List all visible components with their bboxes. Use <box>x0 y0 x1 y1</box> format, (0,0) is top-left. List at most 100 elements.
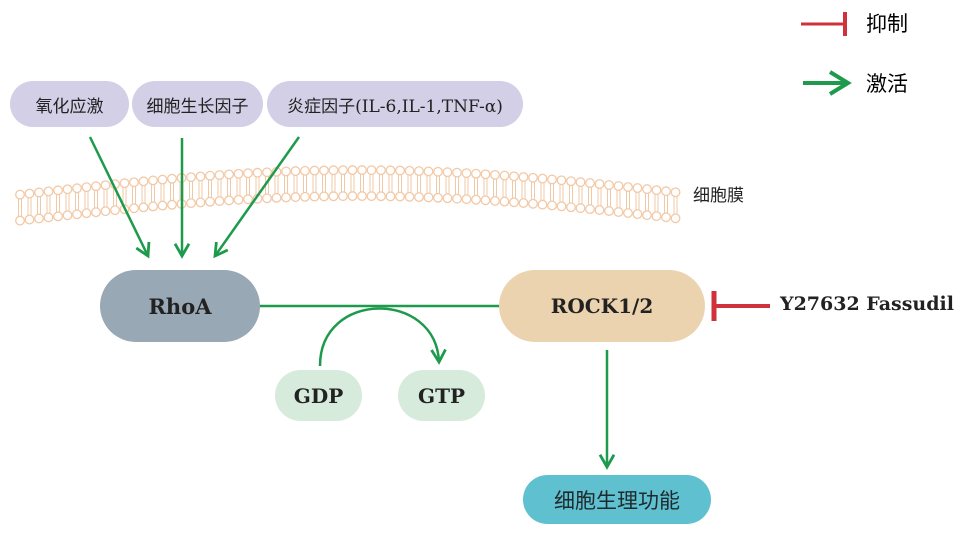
node-gdp: GDP <box>275 370 362 421</box>
lipid-head <box>129 203 139 214</box>
lipid-head <box>632 209 643 220</box>
lipid-head <box>81 208 92 219</box>
arrow-oxidative-stress-to-rhoa <box>88 136 151 259</box>
lipid-head <box>262 167 272 178</box>
lipid-head <box>281 192 291 203</box>
lipid-head <box>566 176 576 187</box>
lipid-head <box>594 205 605 215</box>
inhibitor-label: Y27632 Fassudil <box>780 293 954 315</box>
lipid-head <box>518 198 529 208</box>
lipid-head <box>537 199 548 210</box>
lipid-head <box>575 203 586 214</box>
legend-activate-label: 激活 <box>866 72 908 96</box>
lipid-head <box>395 191 405 202</box>
membrane-label: 细胞膜 <box>693 186 744 206</box>
lipid-head <box>528 198 538 209</box>
lipid-head <box>214 196 225 206</box>
lipid-head <box>224 169 234 180</box>
lipid-head <box>499 196 510 207</box>
lipid-head <box>186 198 196 209</box>
lipid-head <box>138 176 149 187</box>
lipid-head <box>91 207 101 218</box>
lipid-head <box>585 178 595 189</box>
node-cell-function: 细胞生理功能 <box>523 475 711 524</box>
lipid-head <box>366 165 377 176</box>
lipid-head <box>357 165 367 176</box>
lipid-head <box>547 200 557 211</box>
lipid-head <box>556 201 567 212</box>
lipid-head <box>613 207 624 217</box>
lipid-head <box>480 195 491 206</box>
lipid-head <box>300 191 310 202</box>
lipid-head <box>319 165 329 176</box>
lipid-head <box>205 170 215 181</box>
lipid-head <box>423 192 434 203</box>
lipid-head <box>233 194 244 205</box>
lipid-head <box>651 185 662 196</box>
lipid-head <box>661 212 671 223</box>
lipid-head <box>43 212 54 223</box>
lipid-head <box>15 215 25 226</box>
node-label: RhoA <box>148 293 212 319</box>
lipid-head <box>34 187 44 198</box>
lipid-head <box>328 191 339 202</box>
lipid-head <box>404 165 415 176</box>
lipid-head <box>651 211 662 222</box>
lipid-head <box>81 182 92 193</box>
lipid-head <box>290 166 301 177</box>
stimulus-label: 氧化应激 <box>35 96 104 117</box>
lipid-head <box>670 213 681 224</box>
lipid-head <box>281 166 291 177</box>
lipid-head <box>72 183 82 194</box>
lipid-head <box>613 181 624 191</box>
lipid-head <box>376 191 386 202</box>
lipid-head <box>366 191 377 202</box>
lipid-head <box>442 167 453 178</box>
lipid-head <box>632 183 643 194</box>
inhibit-symbol-rock <box>711 291 770 321</box>
lipid-head <box>623 182 633 192</box>
lipid-head <box>262 193 272 204</box>
lipid-head <box>604 206 614 216</box>
stimulus-growth-factor: 细胞生长因子 <box>132 81 263 127</box>
node-label: GDP <box>293 383 344 408</box>
lipid-head <box>433 166 443 177</box>
lipid-head <box>547 174 557 185</box>
lipid-head <box>604 180 614 190</box>
lipid-head <box>347 191 358 202</box>
lipid-head <box>214 170 225 180</box>
lipid-head <box>452 193 462 204</box>
lipid-head <box>594 179 605 189</box>
lipid-head <box>471 168 481 179</box>
lipid-head <box>395 165 405 176</box>
lipid-head <box>233 168 244 179</box>
stimulus-label: 细胞生长因子 <box>146 96 249 117</box>
lipid-head <box>376 165 386 176</box>
lipid-head <box>100 180 111 191</box>
lipid-head <box>670 187 681 198</box>
lipid-head <box>585 204 595 215</box>
lipid-head <box>556 175 567 186</box>
lipid-head <box>404 191 415 202</box>
legend-activate-symbol <box>803 70 852 96</box>
lipid-head <box>129 177 139 188</box>
lipid-head <box>167 173 177 184</box>
lipid-head <box>642 210 652 221</box>
lipid-head <box>300 165 310 176</box>
lipid-head <box>62 210 73 221</box>
lipid-head <box>252 167 263 178</box>
node-label: ROCK1/2 <box>550 294 654 318</box>
lipid-head <box>566 202 576 213</box>
lipid-head <box>148 201 158 212</box>
lipid-head <box>309 191 320 202</box>
lipid-head <box>575 177 586 188</box>
lipid-head <box>138 202 149 213</box>
lipid-head <box>34 213 44 224</box>
lipid-head <box>414 192 424 203</box>
lipid-head <box>385 191 396 202</box>
lipid-head <box>319 191 329 202</box>
node-label: GTP <box>417 383 465 408</box>
lipid-head <box>186 172 196 183</box>
lipid-head <box>461 194 472 205</box>
